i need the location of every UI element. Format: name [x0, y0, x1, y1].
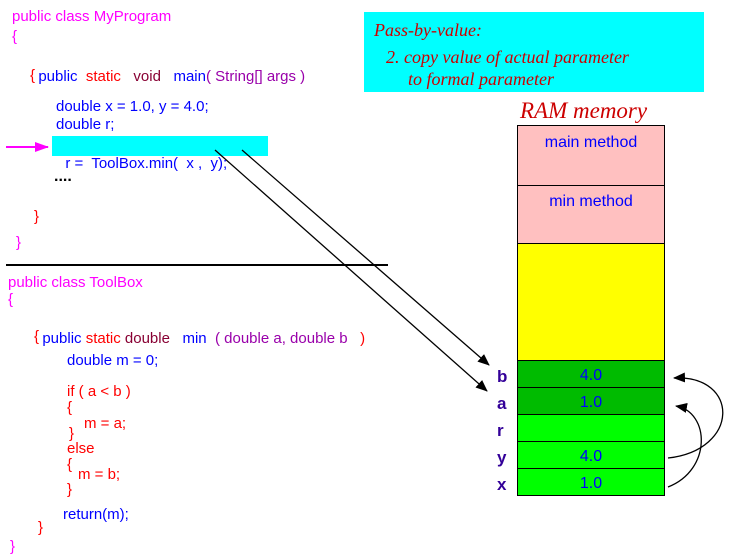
- myprogram-brace-close: }: [16, 234, 22, 251]
- min-params-close: ): [360, 330, 366, 347]
- min-brace-open: {: [34, 328, 40, 345]
- main-method-signature: public static void main( String[] args ): [30, 50, 305, 86]
- toolbox-brace-open: {: [8, 291, 14, 308]
- myprogram-brace-open: {: [12, 28, 18, 45]
- main-brace-close: }: [34, 208, 40, 225]
- callout-title: Pass-by-value:: [374, 20, 482, 40]
- value-y: 4.0: [579, 448, 603, 465]
- min-brace-close: }: [38, 519, 44, 536]
- keyword-double: double: [124, 330, 170, 347]
- pass-by-value-callout: Pass-by-value: 2. copy value of actual p…: [364, 12, 704, 92]
- method-name-main: main: [173, 68, 206, 85]
- return-statement: return(m);: [63, 506, 129, 523]
- value-b: 4.0: [579, 367, 603, 384]
- min-method-signature: public static double min ( double a, dou…: [34, 312, 365, 348]
- memory-cell-r: [517, 414, 665, 442]
- call-args: x , y: [186, 155, 219, 172]
- else-brace-open: {: [67, 456, 73, 473]
- declaration-m: double m = 0;: [67, 352, 159, 369]
- copy-curve-x-to-a: [667, 403, 702, 488]
- memory-cell-x: [517, 468, 665, 496]
- toolbox-brace-close: }: [10, 538, 16, 555]
- toolbox-class-header: public class ToolBox: [8, 274, 143, 291]
- copy-curve-y-to-b: [667, 372, 724, 459]
- declaration-r: double r;: [56, 116, 115, 133]
- current-line-highlight: [52, 136, 268, 156]
- if-brace-close: }: [69, 425, 75, 442]
- memory-cell-b: [517, 360, 665, 388]
- label-b: b: [497, 367, 508, 386]
- keyword-public: public: [38, 68, 78, 85]
- free-memory-block: [517, 243, 665, 361]
- main-params: ( String[] args ): [205, 68, 306, 85]
- label-r: r: [497, 421, 504, 440]
- else-brace-close: }: [67, 481, 73, 498]
- declaration-x-y: double x = 1.0, y = 4.0;: [56, 98, 209, 115]
- call-prefix: r = ToolBox.min(: [65, 155, 179, 172]
- min-method-frame: min method: [517, 185, 665, 244]
- if-brace-open: {: [67, 399, 73, 416]
- keyword-static: static: [85, 68, 121, 85]
- callout-step-line-2: to formal parameter: [408, 69, 554, 89]
- arrow-x-to-a: [214, 149, 488, 392]
- assign-m-b: m = b;: [78, 466, 121, 483]
- separator-line: [6, 264, 388, 266]
- label-x: x: [497, 475, 507, 494]
- arrow-y-to-b: [241, 149, 490, 366]
- min-params: ( double a, double b: [214, 330, 348, 347]
- main-method-label: main method: [544, 134, 638, 151]
- keyword-static: static: [85, 330, 121, 347]
- call-suffix: );: [218, 155, 228, 172]
- callout-step-line: 2. copy value of actual parameter: [386, 47, 629, 67]
- keyword-public: public: [42, 330, 82, 347]
- if-statement: if ( a < b ): [67, 383, 131, 400]
- label-a: a: [497, 394, 507, 413]
- assign-m-a: m = a;: [84, 415, 127, 432]
- else-keyword: else: [67, 440, 95, 457]
- call-statement: r = ToolBox.min( x , y);: [57, 137, 227, 173]
- keyword-void: void: [133, 68, 161, 85]
- main-brace-open: {: [30, 67, 36, 84]
- label-y: y: [497, 448, 507, 467]
- value-a: 1.0: [579, 394, 603, 411]
- method-name-min: min: [182, 330, 207, 347]
- ellipsis-dots: ....: [54, 168, 72, 185]
- min-method-label: min method: [549, 193, 633, 210]
- ram-memory-title: RAM memory: [520, 98, 648, 123]
- myprogram-class-header: public class MyProgram: [12, 8, 172, 25]
- value-x: 1.0: [579, 475, 603, 492]
